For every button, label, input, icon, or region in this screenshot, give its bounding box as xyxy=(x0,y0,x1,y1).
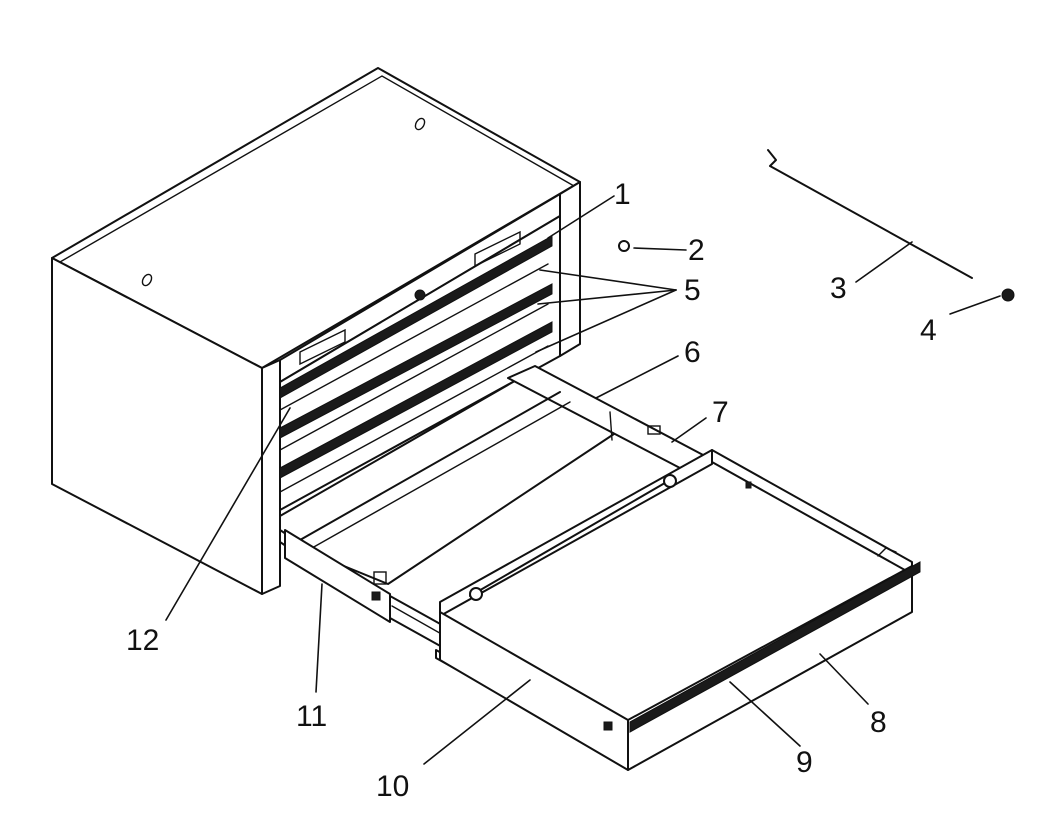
callout-6: 6 xyxy=(684,336,701,369)
cabinet xyxy=(51,67,581,595)
drawer-front-handle xyxy=(629,561,921,733)
callout-1: 1 xyxy=(614,178,631,211)
leader-3 xyxy=(855,241,913,283)
drawer-corner-tab xyxy=(877,547,897,557)
callout-11: 11 xyxy=(296,700,327,733)
lock-icon xyxy=(414,289,426,301)
callout-10: 10 xyxy=(376,770,409,803)
leader-2 xyxy=(633,247,687,251)
drawer-handle-1 xyxy=(279,235,553,399)
top-hole-2 xyxy=(141,273,153,287)
drawer-left-wall xyxy=(439,611,629,771)
callout-5: 5 xyxy=(684,274,701,307)
rod-clip-left xyxy=(469,587,483,601)
slide-clip xyxy=(647,425,661,435)
leader-8 xyxy=(819,653,869,705)
leader-1 xyxy=(547,195,615,239)
left-inner-wall-2 xyxy=(311,401,571,549)
left-inner-wall xyxy=(299,391,561,541)
callout-4: 4 xyxy=(920,314,937,347)
leader-9 xyxy=(729,681,801,747)
bushing xyxy=(618,240,630,252)
callout-8: 8 xyxy=(870,706,887,739)
leader-7 xyxy=(671,417,707,443)
slide-screw-1 xyxy=(371,591,381,601)
drawer-rear-rod xyxy=(469,479,671,597)
drawer-tray xyxy=(439,449,921,771)
slide-screw-2 xyxy=(603,721,613,731)
leader-6 xyxy=(595,355,679,399)
leader-5b xyxy=(537,289,677,305)
cabinet-front-post-right xyxy=(559,181,581,357)
knob xyxy=(1001,288,1015,302)
callout-7: 7 xyxy=(712,396,729,429)
loose-parts xyxy=(618,149,1015,302)
drawer-side-panel xyxy=(284,529,391,623)
callout-12: 12 xyxy=(126,624,159,657)
leader-12 xyxy=(165,407,291,621)
cabinet-front-post-left xyxy=(261,359,281,595)
top-hole-1 xyxy=(414,117,426,131)
leader-5a xyxy=(539,269,677,291)
callout-9: 9 xyxy=(796,746,813,779)
callout-2: 2 xyxy=(688,234,705,267)
rear-slide-detail xyxy=(609,411,613,441)
drawer-front-line-3 xyxy=(279,345,549,493)
cabinet-top-edge xyxy=(59,75,575,263)
drawer-handle-2 xyxy=(279,283,553,439)
leader-11 xyxy=(315,583,323,693)
label-plate-left xyxy=(299,328,346,366)
leader-5c xyxy=(535,289,677,353)
drawer-rivet xyxy=(745,481,752,489)
leader-10 xyxy=(423,679,531,765)
drawer-front-line-1 xyxy=(279,263,549,411)
drawer-front-line-2 xyxy=(279,303,549,451)
callout-labels: 1 2 3 4 5 6 7 8 9 10 11 12 xyxy=(126,178,937,803)
leader-4 xyxy=(949,295,1001,315)
lock-rod xyxy=(767,149,973,279)
drawer-handle-3 xyxy=(279,321,553,479)
slide-bracket xyxy=(373,571,387,585)
leader-lines xyxy=(165,195,1001,765)
callout-3: 3 xyxy=(830,272,847,305)
label-plate-right xyxy=(474,230,521,268)
rod-clip-right xyxy=(663,474,677,488)
